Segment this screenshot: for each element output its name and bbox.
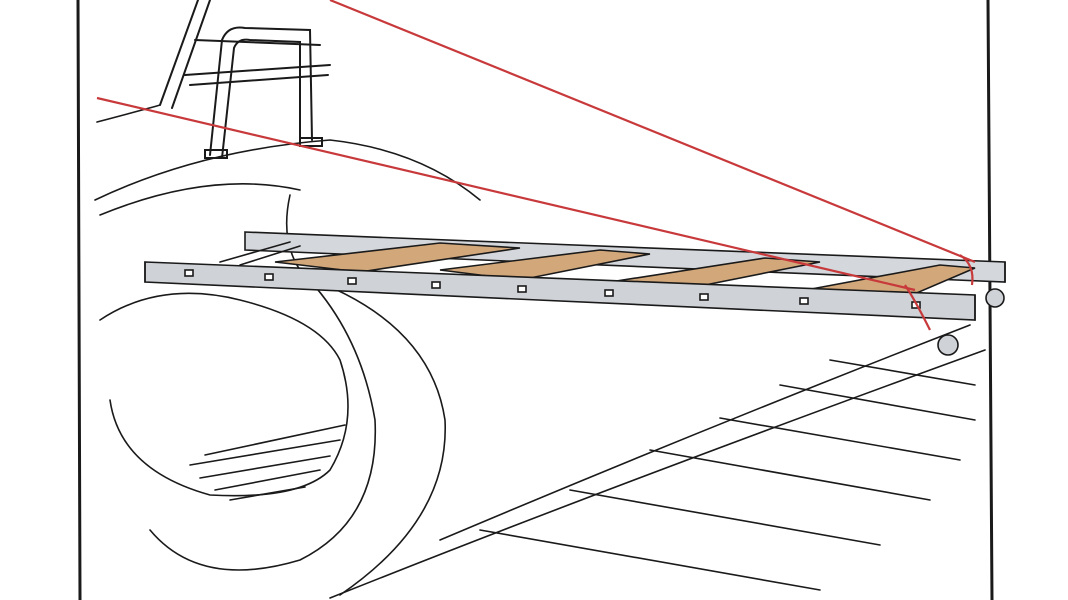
ropes	[96, 0, 976, 331]
rope-lower	[96, 96, 916, 292]
front-wheel	[937, 334, 959, 356]
frame-left	[76, 0, 82, 600]
boat-hull	[94, 104, 986, 599]
back-wheel	[985, 288, 1005, 308]
deck-railing	[159, 0, 331, 159]
rope-upper	[329, 0, 976, 264]
ladder	[144, 231, 1006, 356]
